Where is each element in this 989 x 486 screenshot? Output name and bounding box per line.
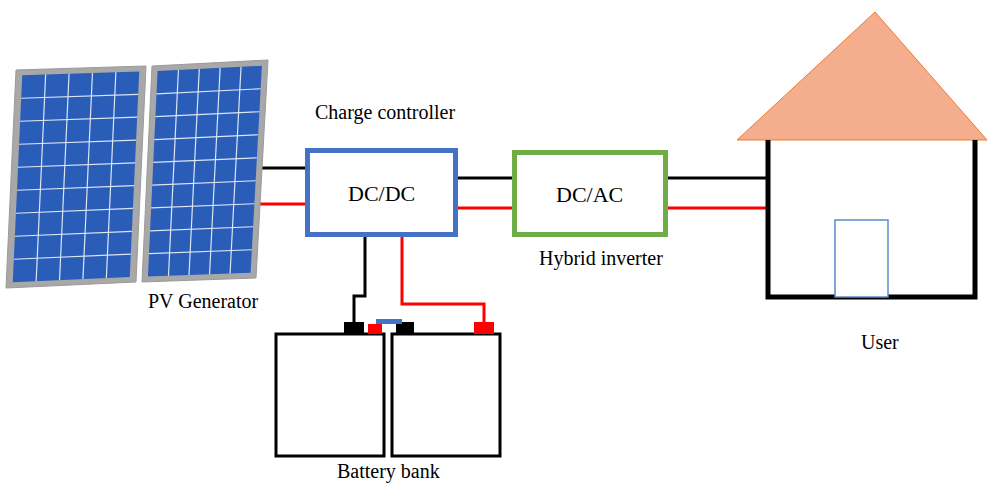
pv-illustration [0,50,272,320]
component-label: Hybrid inverter [539,247,663,270]
component-label: User [861,331,899,354]
wire [668,177,768,180]
solar-panel [6,60,268,288]
component-label: Battery bank [337,460,440,483]
component-label: Charge controller [315,101,455,124]
user-house: User [735,10,987,360]
battery-drawing [276,319,500,456]
box-label: DC/DC [348,181,415,206]
house-drawing [737,12,987,297]
box-label: DC/AC [556,182,623,207]
wire [458,177,512,180]
pv-generator: PV Generator [0,50,272,320]
wire-pair [458,178,512,208]
house-illustration [735,10,987,360]
inverter-box: DC/ACHybrid inverter [512,150,668,237]
wire-pair [354,237,484,324]
wire-pair [668,178,768,208]
wire [458,207,512,210]
charge-controller-box: Charge controllerDC/DC [305,148,458,237]
wire [668,207,768,210]
component-label: PV Generator [148,290,258,313]
wire [402,237,484,324]
wire [354,237,365,322]
battery-bank: Battery bank [272,316,504,486]
